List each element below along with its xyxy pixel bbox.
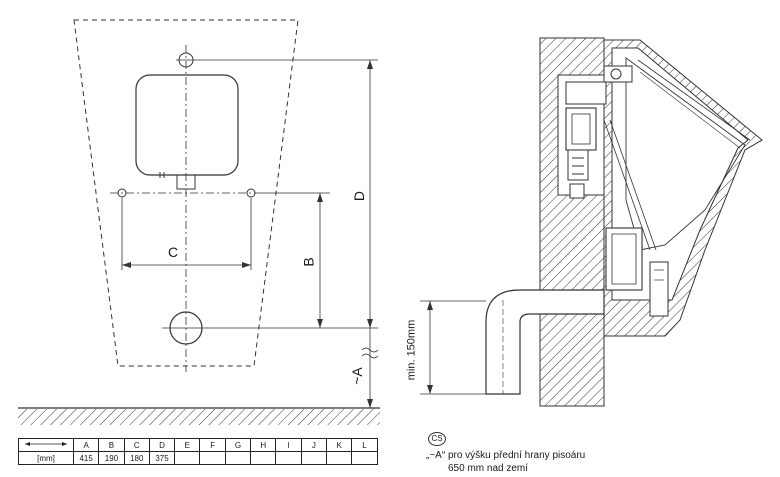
table-value <box>250 451 277 465</box>
dim-label-A: ~A <box>348 367 365 385</box>
flush-box <box>135 74 239 176</box>
table-header: C <box>123 438 150 452</box>
table-header-row: A B C D E F G H I J K L <box>18 438 378 452</box>
fixing-point-right <box>246 188 256 198</box>
dim-label-D: D <box>351 190 368 202</box>
table-header: B <box>98 438 125 452</box>
table-value: 180 <box>123 451 150 465</box>
floor <box>18 407 380 425</box>
dim-label-B: B <box>300 257 317 267</box>
table-header: F <box>199 438 226 452</box>
table-header: L <box>351 438 378 452</box>
table-header: I <box>275 438 302 452</box>
side-view <box>420 37 763 407</box>
table-header: D <box>148 438 176 452</box>
table-value <box>224 451 252 465</box>
table-header: G <box>224 438 252 452</box>
table-value <box>351 451 378 465</box>
table-arrow-cell <box>18 438 74 452</box>
note-line-2: 650 mm nad zemí <box>448 463 529 474</box>
language-badge: CS <box>428 432 446 446</box>
table-value <box>199 451 226 465</box>
dimension-table: A B C D E F G H I J K L [mm] 415 190 180… <box>18 438 378 465</box>
table-header: E <box>174 438 201 452</box>
table-header: K <box>325 438 353 452</box>
table-value <box>300 451 327 465</box>
table-value: 375 <box>148 451 176 465</box>
table-unit-cell: [mm] <box>18 451 74 465</box>
table-header: A <box>72 438 100 452</box>
note-line-1: „~A“ pro výšku přední hrany pisoáru <box>426 450 586 461</box>
drain-pipe <box>485 289 605 395</box>
table-value: 190 <box>98 451 125 465</box>
dim-label-C: C <box>168 244 179 260</box>
flush-valve <box>565 107 597 151</box>
table-value <box>174 451 201 465</box>
front-view <box>73 19 379 408</box>
table-header: H <box>250 438 277 452</box>
table-value <box>275 451 302 465</box>
table-value: 415 <box>72 451 100 465</box>
table-header: J <box>300 438 327 452</box>
table-value <box>325 451 353 465</box>
fixing-point-left <box>117 188 127 198</box>
table-value-row: [mm] 415 190 180 375 <box>18 451 378 465</box>
min-150-label: min. 150mm <box>405 319 418 381</box>
siphon <box>605 227 643 291</box>
